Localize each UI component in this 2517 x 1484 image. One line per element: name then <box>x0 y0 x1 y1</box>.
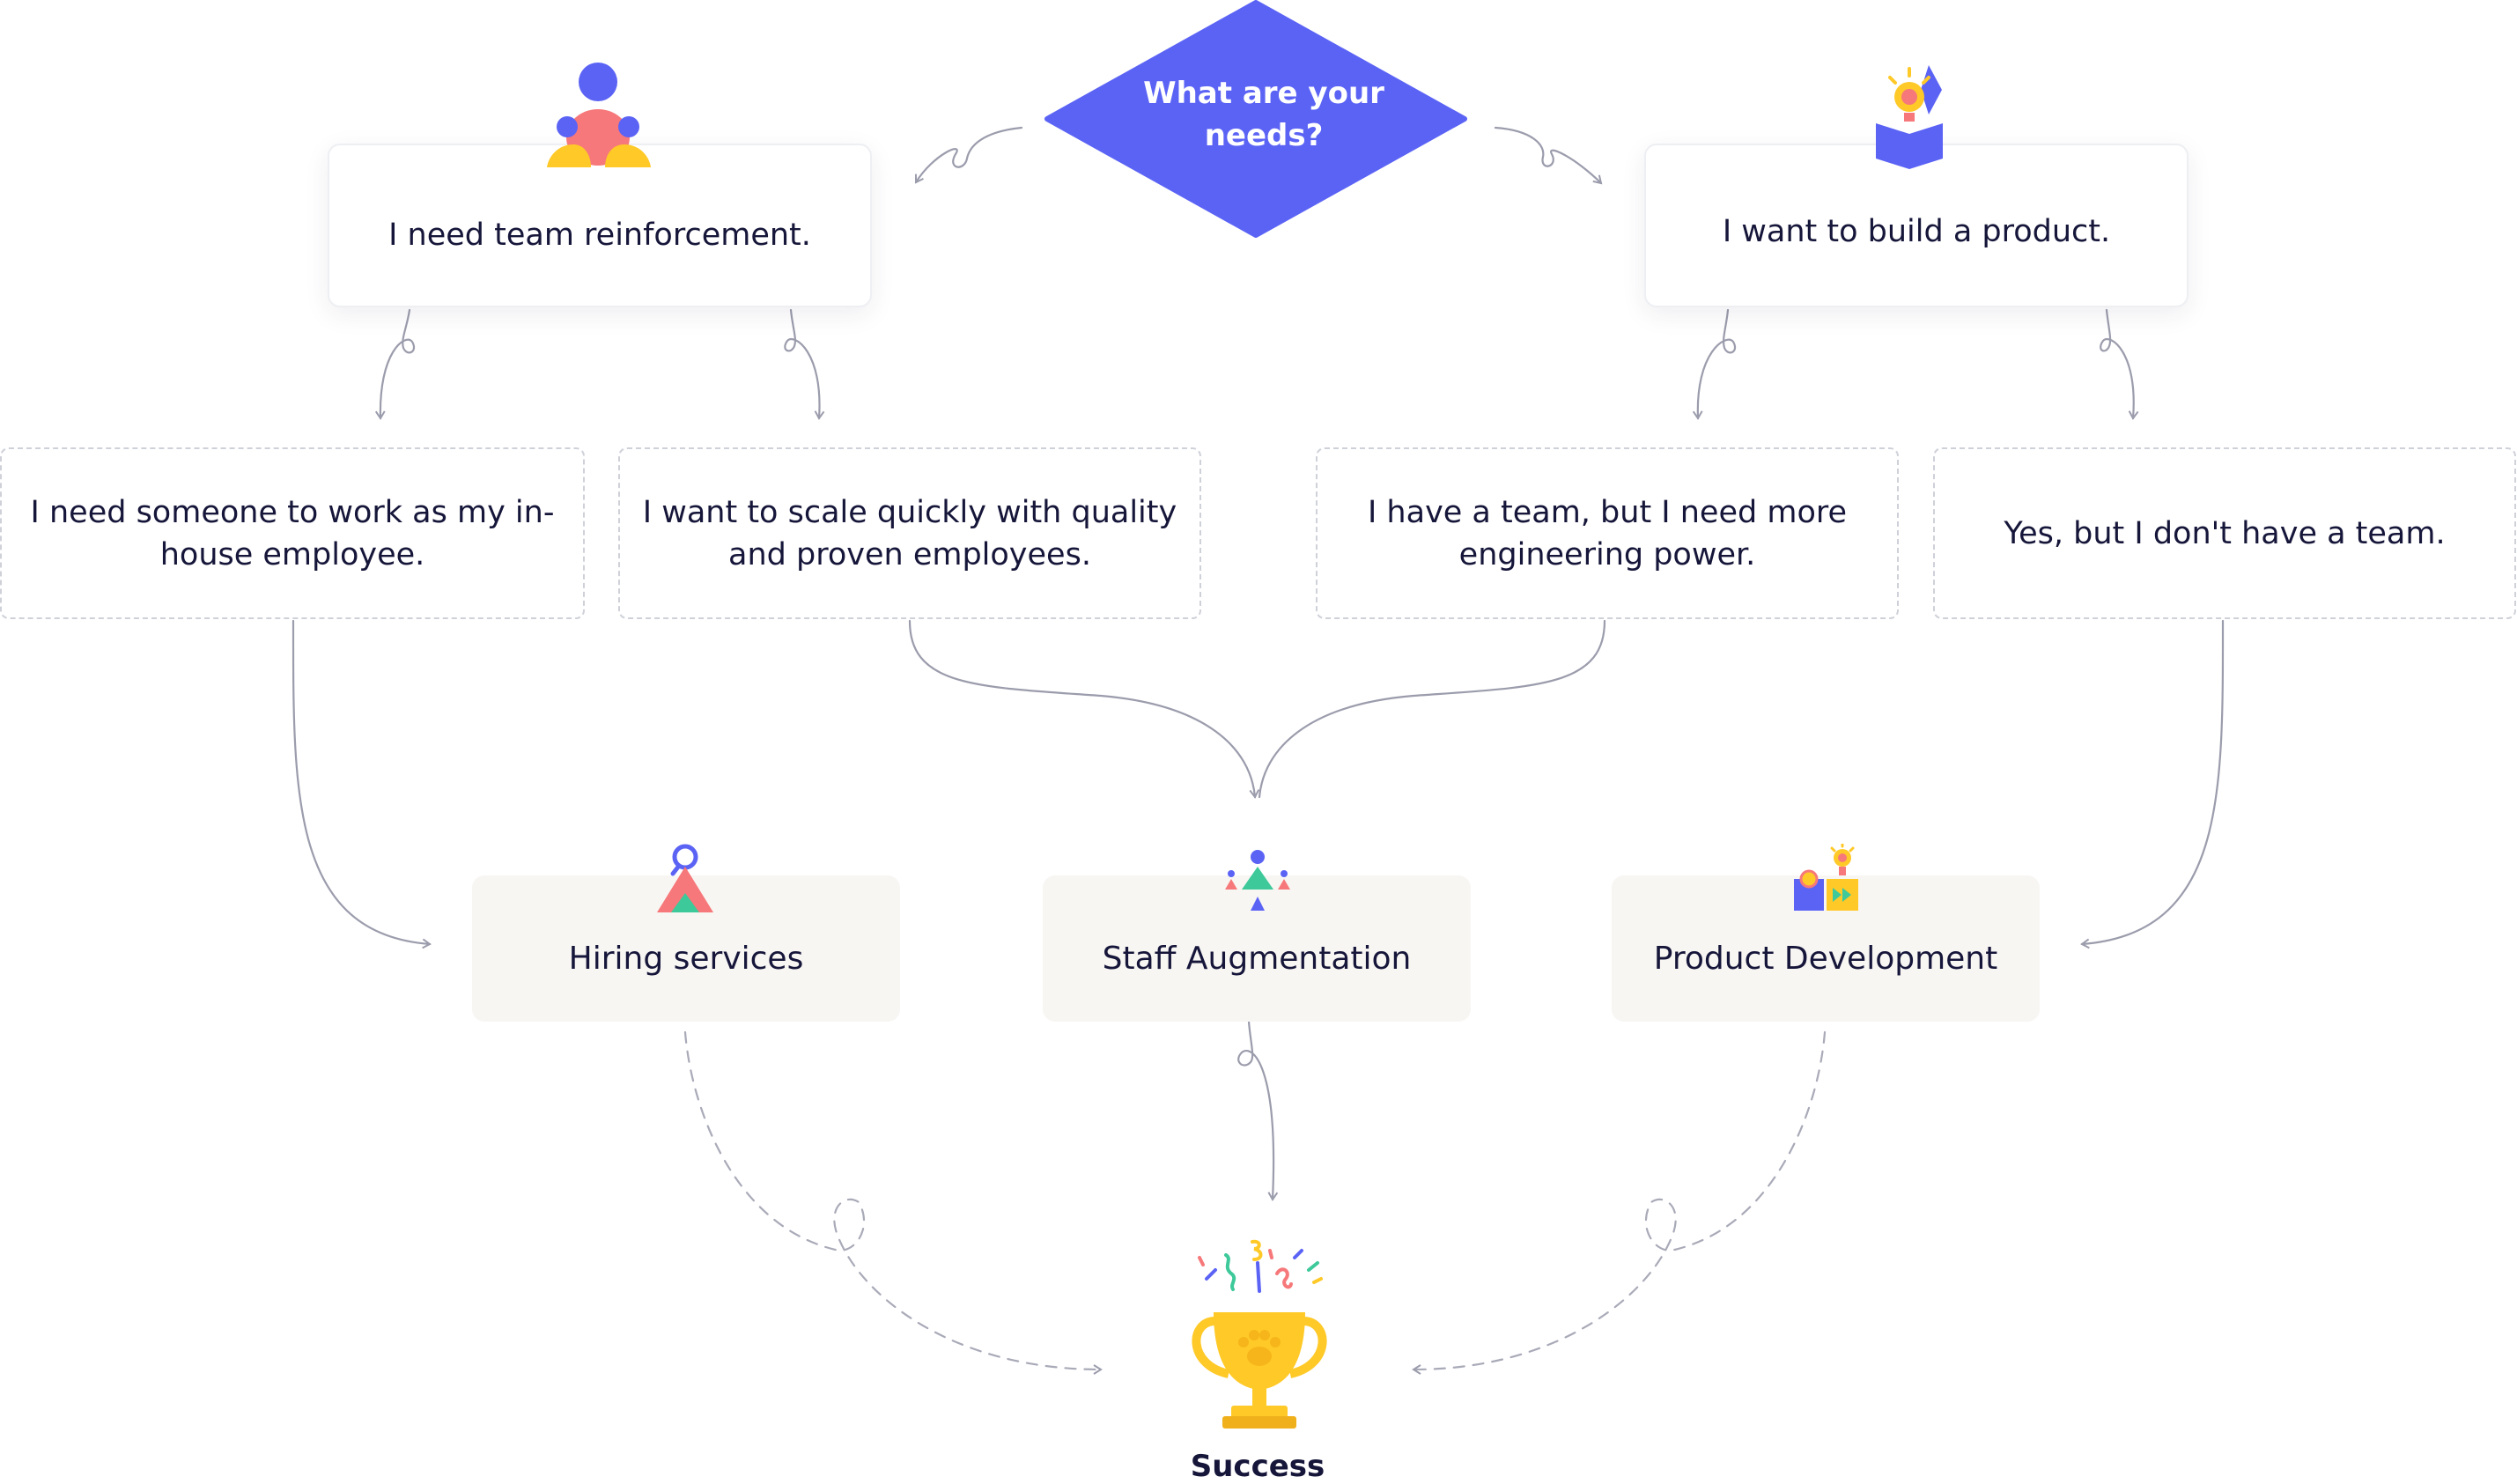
branch-team-label: I need team reinforcement. <box>388 218 811 253</box>
decision-question: What are your needs? <box>1143 76 1384 153</box>
idea-book-icon <box>1876 65 1943 169</box>
service-label: Staff Augmentation <box>1102 940 1412 977</box>
option-label: I need someone to work as my in-house em… <box>30 494 555 572</box>
hiring-search-icon <box>657 844 713 912</box>
branch-team-reinforcement[interactable]: I need team reinforcement. <box>328 144 872 307</box>
option-label: I have a team, but I need more engineeri… <box>1367 494 1848 572</box>
service-label: Hiring services <box>568 940 804 977</box>
connector-staff-success <box>1237 1020 1279 1201</box>
branch-product-label: I want to build a product. <box>1722 214 2111 249</box>
connector-decision-right <box>1494 126 1603 185</box>
product-dev-icon <box>1794 844 1858 911</box>
branch-build-product[interactable]: I want to build a product. <box>1644 144 2189 307</box>
decision-diamond <box>1044 0 1467 238</box>
connector-opt3-staff <box>1258 619 1606 799</box>
service-label: Product Development <box>1653 940 1998 977</box>
team-person-icon <box>547 63 651 167</box>
option-label: I want to scale quickly with quality and… <box>642 494 1177 572</box>
connector-product-success <box>1412 1030 1827 1375</box>
option-scale-quickly[interactable]: I want to scale quickly with quality and… <box>618 447 1201 619</box>
service-product-development[interactable]: Product Development <box>1612 875 2040 1022</box>
option-more-engineering-power[interactable]: I have a team, but I need more engineeri… <box>1316 447 1899 619</box>
connector-product-opt3 <box>1692 308 1737 420</box>
option-label: Yes, but I don't have a team. <box>2004 515 2446 551</box>
connector-opt2-staff <box>908 619 1260 799</box>
connector-opt4-product <box>2080 619 2225 949</box>
connector-team-opt2 <box>784 308 825 420</box>
connector-product-opt4 <box>2100 308 2139 420</box>
option-no-team[interactable]: Yes, but I don't have a team. <box>1933 447 2516 619</box>
connector-hiring-success <box>683 1030 1103 1375</box>
connector-opt1-hiring <box>292 619 432 949</box>
option-in-house-employee[interactable]: I need someone to work as my in-house em… <box>0 447 585 619</box>
trophy-icon <box>1192 1239 1327 1429</box>
connector-decision-left <box>914 126 1023 184</box>
success-label: Success <box>1190 1449 1325 1484</box>
connector-team-opt1 <box>374 308 416 420</box>
staff-team-icon <box>1225 850 1290 911</box>
